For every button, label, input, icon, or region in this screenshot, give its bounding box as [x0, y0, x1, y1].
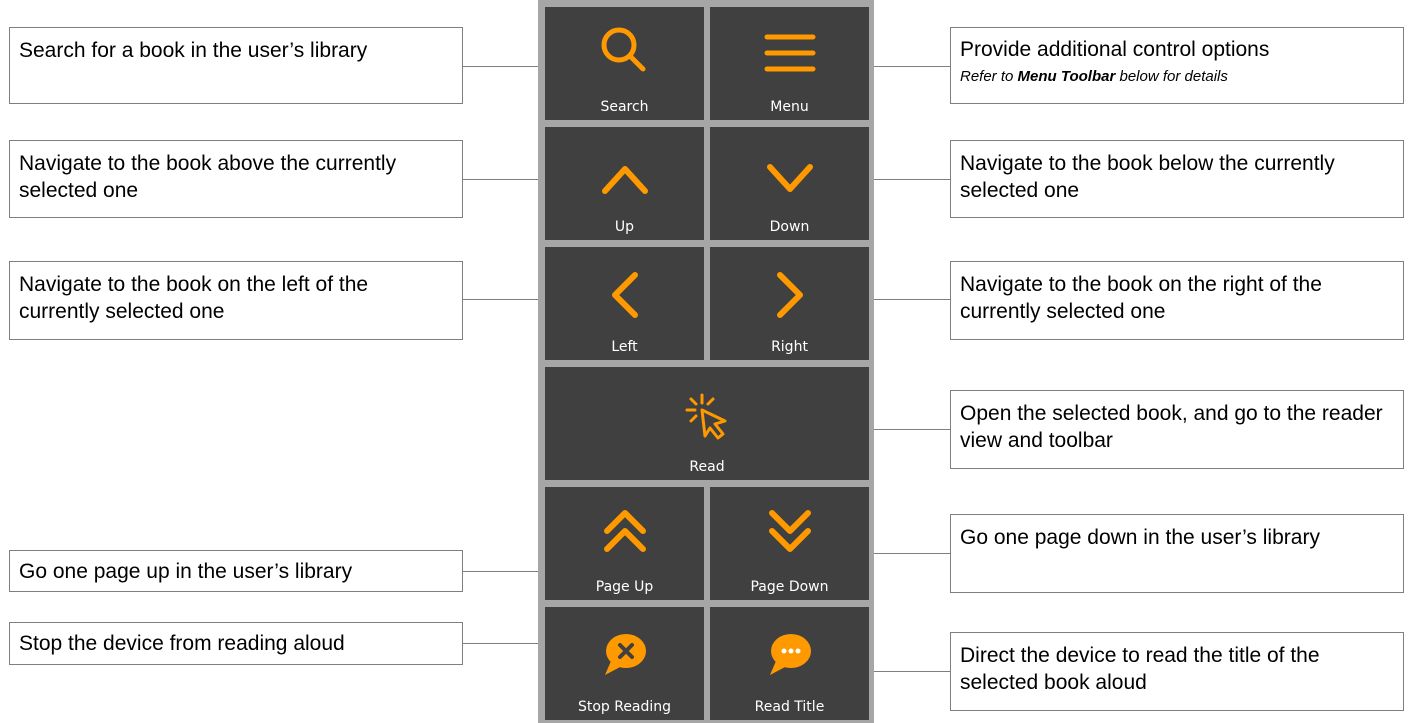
read-button[interactable]: Read	[545, 367, 869, 480]
search-description: Search for a book in the user’s library	[9, 27, 463, 104]
page-up-description: Go one page up in the user’s library	[9, 550, 463, 592]
double-chevron-down-icon	[768, 510, 811, 552]
page-down-button[interactable]: Page Down	[710, 487, 869, 600]
connector-left	[463, 299, 541, 300]
down-description-text: Navigate to the book below the currently…	[960, 152, 1335, 202]
up-description: Navigate to the book above the currently…	[9, 140, 463, 218]
read-title-button[interactable]: Read Title	[710, 607, 869, 720]
stop-reading-button[interactable]: Stop Reading	[545, 607, 704, 720]
library-toolbar: Search Menu Up Down Left Right	[538, 0, 874, 723]
connector-page-up	[463, 571, 541, 572]
connector-search	[463, 66, 541, 67]
left-description-text: Navigate to the book on the left of the …	[19, 273, 369, 323]
page-up-description-text: Go one page up in the user’s library	[19, 559, 353, 583]
menu-icon	[764, 34, 815, 72]
left-description: Navigate to the book on the left of the …	[9, 261, 463, 340]
up-button-label: Up	[614, 219, 635, 235]
page-down-button-label: Page Down	[750, 579, 829, 595]
connector-down	[872, 179, 950, 180]
search-description-text: Search for a book in the user’s library	[19, 39, 368, 62]
read-button-label: Read	[689, 459, 725, 475]
connector-read-title	[872, 671, 950, 672]
menu-note-suffix: below for details	[1115, 68, 1228, 85]
down-description: Navigate to the book below the currently…	[950, 140, 1404, 218]
stop-reading-button-label: Stop Reading	[577, 699, 672, 715]
connector-read	[872, 429, 950, 430]
up-button[interactable]: Up	[545, 127, 704, 240]
right-button-label: Right	[771, 339, 808, 355]
connector-right	[872, 299, 950, 300]
read-title-description: Direct the device to read the title of t…	[950, 632, 1404, 711]
left-button[interactable]: Left	[545, 247, 704, 360]
chevron-left-icon	[611, 272, 638, 318]
menu-button-label: Menu	[770, 99, 809, 115]
connector-up	[463, 179, 541, 180]
connector-menu	[872, 66, 950, 67]
search-button[interactable]: Search	[545, 7, 704, 120]
chevron-down-icon	[766, 164, 813, 192]
read-description: Open the selected book, and go to the re…	[950, 390, 1404, 469]
page-down-description: Go one page down in the user’s library	[950, 514, 1404, 593]
chevron-right-icon	[776, 272, 803, 318]
right-description-text: Navigate to the book on the right of the…	[960, 273, 1322, 323]
up-description-text: Navigate to the book above the currently…	[19, 152, 397, 202]
connector-stop-reading	[463, 643, 541, 644]
chevron-up-icon	[601, 166, 648, 194]
right-button[interactable]: Right	[710, 247, 869, 360]
connector-page-down	[872, 553, 950, 554]
page-up-button-label: Page Up	[595, 579, 654, 595]
search-icon	[601, 27, 645, 72]
left-button-label: Left	[611, 339, 638, 355]
page-up-button[interactable]: Page Up	[545, 487, 704, 600]
menu-button[interactable]: Menu	[710, 7, 869, 120]
read-title-button-label: Read Title	[754, 699, 825, 715]
stop-reading-description-text: Stop the device from reading aloud	[19, 632, 345, 655]
search-button-label: Search	[600, 99, 649, 115]
speech-bubble-ellipsis-icon	[769, 634, 811, 675]
speech-bubble-x-icon	[604, 634, 646, 675]
menu-note-bold: Menu Toolbar	[1017, 68, 1116, 85]
menu-description-note: Refer to Menu Toolbar below for details	[960, 66, 1393, 88]
menu-description: Provide additional control options Refer…	[950, 27, 1404, 104]
double-chevron-up-icon	[603, 510, 646, 552]
right-description: Navigate to the book on the right of the…	[950, 261, 1404, 340]
menu-note-prefix: Refer to	[960, 68, 1018, 85]
read-title-description-text: Direct the device to read the title of t…	[960, 644, 1320, 694]
stop-reading-description: Stop the device from reading aloud	[9, 622, 463, 665]
menu-description-text: Provide additional control options	[960, 38, 1270, 61]
page-down-description-text: Go one page down in the user’s library	[960, 526, 1320, 549]
read-description-text: Open the selected book, and go to the re…	[960, 402, 1383, 452]
cursor-click-icon	[685, 393, 727, 440]
down-button-label: Down	[769, 219, 810, 235]
down-button[interactable]: Down	[710, 127, 869, 240]
